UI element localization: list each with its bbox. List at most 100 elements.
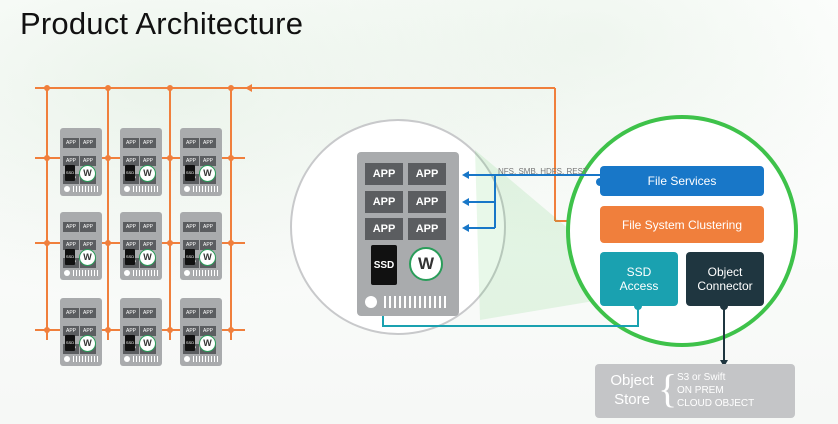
small-app: APP [200, 308, 216, 318]
small-app: APP [140, 222, 156, 232]
server-vent [133, 356, 158, 362]
server-vent [133, 186, 158, 192]
w-logo-icon: W [409, 247, 443, 281]
file-services-box: File Services [600, 166, 764, 196]
page-title: Product Architecture [20, 6, 304, 41]
brace-icon: { [658, 366, 678, 411]
zoom-app: APP [365, 191, 403, 213]
w-logo-icon [199, 165, 216, 182]
fs-clustering-box: File System Clustering [600, 206, 764, 243]
w-logo-icon [79, 249, 96, 266]
server-port [124, 186, 130, 192]
small-ssd: SSD [185, 165, 195, 181]
w-logo-icon [79, 165, 96, 182]
small-app: APP [123, 156, 139, 166]
small-ssd: SSD [125, 165, 135, 181]
small-app: APP [200, 326, 216, 336]
small-app: APP [140, 138, 156, 148]
zoom-ssd: SSD [371, 245, 397, 285]
small-app: APP [123, 326, 139, 336]
small-app: APP [183, 240, 199, 250]
zoom-app: APP [365, 218, 403, 240]
small-app: APP [140, 240, 156, 250]
w-logo-icon [199, 249, 216, 266]
small-app: APP [183, 222, 199, 232]
small-app: APP [63, 308, 79, 318]
zoom-app: APP [408, 163, 446, 185]
small-ssd: SSD [125, 335, 135, 351]
small-app: APP [63, 222, 79, 232]
small-app: APP [123, 240, 139, 250]
server-vent [73, 186, 98, 192]
small-app: APP [80, 308, 96, 318]
server-port [124, 356, 130, 362]
object-store-box: Object Store { S3 or Swift ON PREM CLOUD… [595, 364, 795, 418]
small-app: APP [183, 138, 199, 148]
server-port [64, 186, 70, 192]
object-connector-line1: Object [707, 265, 743, 279]
small-ssd: SSD [65, 249, 75, 265]
server-vent [193, 186, 218, 192]
small-ssd: SSD [185, 249, 195, 265]
w-logo-icon [139, 249, 156, 266]
object-store-options: S3 or Swift ON PREM CLOUD OBJECT [677, 372, 755, 409]
w-logo-icon [139, 165, 156, 182]
small-app: APP [63, 240, 79, 250]
ssd-access-box: SSD Access [600, 252, 678, 306]
server-port [184, 356, 190, 362]
small-app: APP [80, 222, 96, 232]
small-app: APP [123, 222, 139, 232]
small-app: APP [80, 138, 96, 148]
small-app: APP [80, 156, 96, 166]
small-app: APP [80, 326, 96, 336]
server-port [124, 270, 130, 276]
small-ssd: SSD [125, 249, 135, 265]
zoom-app: APP [365, 163, 403, 185]
w-logo-icon [199, 335, 216, 352]
server-vent [193, 270, 218, 276]
small-app: APP [140, 308, 156, 318]
small-app: APP [183, 308, 199, 318]
server-vent [73, 356, 98, 362]
zoom-server: APP APP APP APP APP APP SSD W [357, 152, 459, 316]
small-app: APP [200, 156, 216, 166]
server-port [64, 270, 70, 276]
server-port [64, 356, 70, 362]
server-port [184, 270, 190, 276]
server-vent [73, 270, 98, 276]
small-app: APP [63, 326, 79, 336]
small-app: APP [123, 138, 139, 148]
server-vent [133, 270, 158, 276]
small-app: APP [200, 138, 216, 148]
object-connector-line2: Connector [697, 279, 753, 293]
small-ssd: SSD [185, 335, 195, 351]
small-app: APP [183, 326, 199, 336]
small-app: APP [140, 156, 156, 166]
small-app: APP [140, 326, 156, 336]
zoom-port [365, 296, 377, 308]
small-app: APP [63, 156, 79, 166]
small-app: APP [200, 240, 216, 250]
small-app: APP [183, 156, 199, 166]
small-app: APP [200, 222, 216, 232]
ssd-access-line2: Access [619, 279, 659, 293]
object-connector-box: Object Connector [686, 252, 764, 306]
zoom-app: APP [408, 191, 446, 213]
ssd-access-line1: SSD [626, 265, 652, 279]
w-logo-icon [79, 335, 96, 352]
small-app: APP [123, 308, 139, 318]
protocol-label: NFS, SMB, HDFS, REST [498, 167, 588, 176]
w-logo-icon [139, 335, 156, 352]
zoom-app: APP [408, 218, 446, 240]
server-port [184, 186, 190, 192]
small-app: APP [63, 138, 79, 148]
small-app: APP [80, 240, 96, 250]
